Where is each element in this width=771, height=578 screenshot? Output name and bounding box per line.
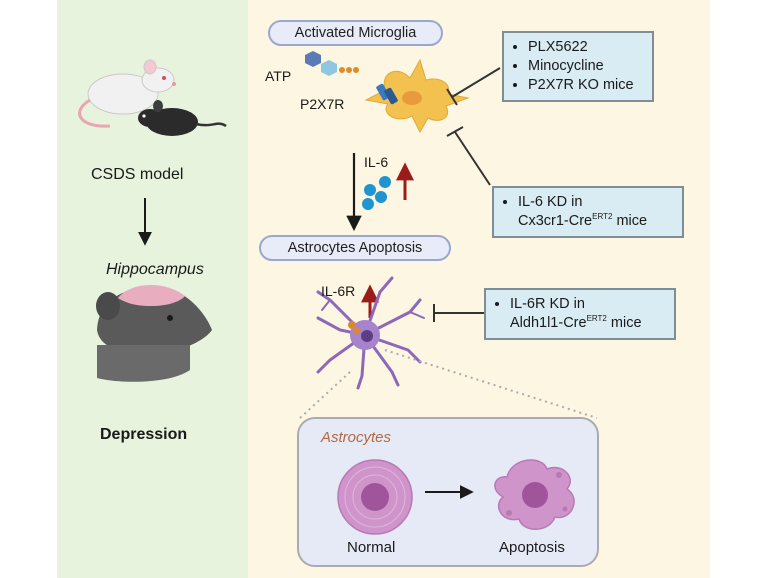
- il6-knockdown-box: IL-6 KD in Cx3cr1-CreERT2 mice: [492, 186, 684, 238]
- il6r-kd-suffix: mice: [606, 315, 642, 331]
- inhibition-lines: [433, 67, 501, 322]
- inhibitor-item: PLX5622: [528, 38, 644, 57]
- il6-kd-text: IL-6 KD in: [518, 194, 583, 210]
- il6r-kd-sup: ERT2: [586, 314, 607, 323]
- depression-label: Depression: [100, 426, 188, 443]
- astrocytes-inset: Astrocytes Normal Apoptosis: [297, 417, 599, 567]
- il6r-label: IL-6R: [321, 283, 356, 299]
- microglia-cell-icon: [364, 58, 470, 134]
- il6-kd-line2: Cx3cr1-Cre: [518, 213, 593, 229]
- inset-artwork: [337, 459, 575, 535]
- hippocampus-label: Hippocampus: [106, 261, 204, 278]
- astrocytes-apoptosis-pill: Astrocytes Apoptosis: [259, 235, 451, 261]
- il6r-knockdown-box: IL-6R KD in Aldh1l1-CreERT2 mice: [484, 288, 676, 340]
- il6-molecules-icon: [362, 176, 391, 210]
- activated-microglia-pill: Activated Microglia: [268, 20, 443, 46]
- mouse-brain-icon: [96, 284, 212, 382]
- zoom-line-left: [299, 371, 351, 419]
- atp-label: ATP: [265, 68, 292, 84]
- inhibitor-item: P2X7R KO mice: [528, 76, 644, 95]
- black-mouse-icon: [138, 100, 227, 136]
- microglia-inhibitors-box: PLX5622 Minocycline P2X7R KO mice: [502, 31, 654, 102]
- atp-molecule-icon: [305, 51, 359, 76]
- normal-cell-icon: [337, 459, 413, 535]
- csds-model-label: CSDS model: [91, 166, 184, 183]
- il6r-kd-text: IL-6R KD in: [510, 296, 585, 312]
- p2x7r-label: P2X7R: [300, 96, 345, 112]
- zoom-line-right: [384, 349, 598, 419]
- apoptosis-label: Apoptosis: [499, 539, 565, 556]
- il6r-kd-line2: Aldh1l1-Cre: [510, 315, 587, 331]
- inset-title: Astrocytes: [321, 429, 392, 446]
- il6-kd-suffix: mice: [612, 213, 648, 229]
- astrocyte-cell-icon: [316, 276, 425, 390]
- il6-kd-sup: ERT2: [592, 212, 613, 221]
- white-mouse-icon: [78, 59, 176, 128]
- apoptotic-cell-icon: [494, 459, 575, 530]
- inhibitor-item: Minocycline: [528, 57, 644, 76]
- il6-label: IL-6: [364, 154, 389, 170]
- normal-label: Normal: [347, 539, 396, 556]
